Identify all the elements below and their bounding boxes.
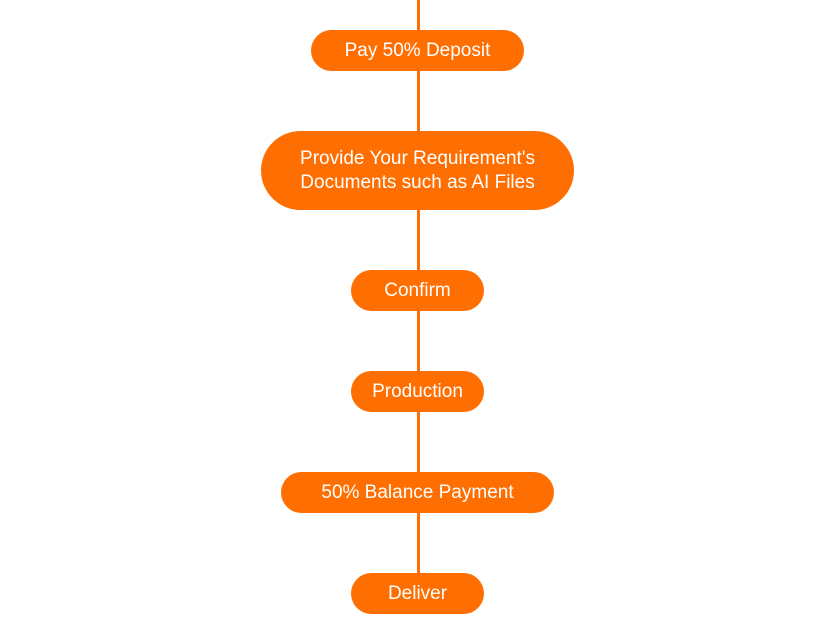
step-confirm: Confirm xyxy=(351,270,484,311)
step-deliver: Deliver xyxy=(351,573,484,614)
step-label: Provide Your Requirement's Documents suc… xyxy=(300,147,535,193)
step-production: Production xyxy=(351,371,484,412)
step-label: Deliver xyxy=(387,582,448,604)
step-label: Pay 50% Deposit xyxy=(344,39,491,61)
step-label: 50% Balance Payment xyxy=(321,481,514,503)
step-provide-documents: Provide Your Requirement's Documents suc… xyxy=(261,131,574,210)
step-balance-payment: 50% Balance Payment xyxy=(281,472,554,513)
step-label: Confirm xyxy=(384,279,451,301)
step-label: Production xyxy=(372,380,463,402)
step-pay-deposit: Pay 50% Deposit xyxy=(311,30,524,71)
